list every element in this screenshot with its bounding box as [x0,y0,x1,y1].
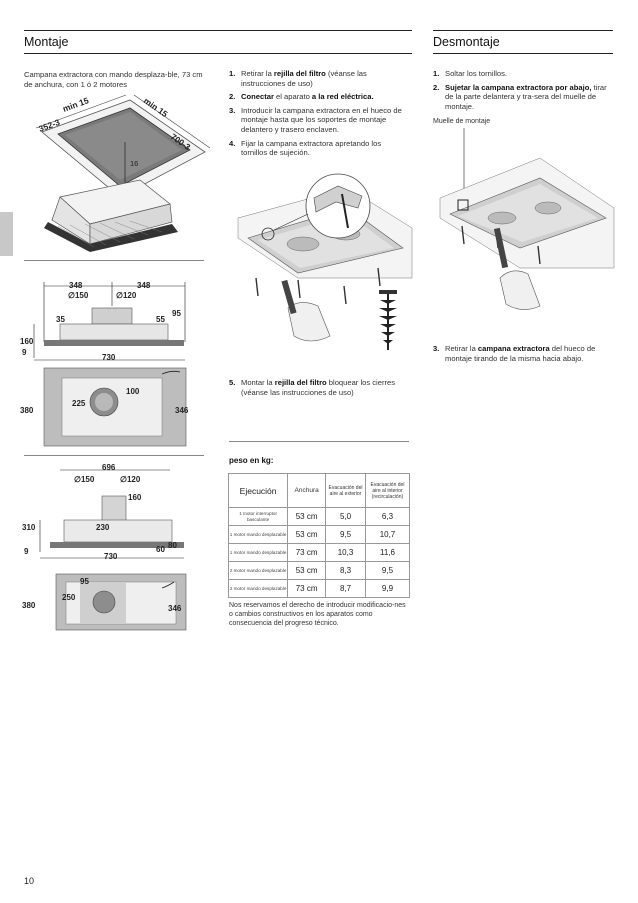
muelle-label: Muelle de montaje [433,118,491,125]
header-interior: Evacuación del aire al interior (recircu… [364,473,411,508]
figure-removal [439,128,615,310]
dim-60: 60 [156,545,165,554]
dim-95: 95 [172,309,181,318]
desmontaje-step-1: 1.Soltar los tornillos. [433,69,508,78]
desmontaje-bottom-rule [433,53,613,54]
dim-55: 55 [156,315,165,324]
dim-95: 95 [80,577,89,586]
dim-16: 16 [130,159,138,168]
figure-divider [24,260,204,261]
dim-346: 346 [175,406,189,415]
montaje-step-5: 5.Montar la rejilla del filtro bloquear … [229,378,396,397]
montaje-step-3: 3.Introducir la campana extractora en el… [229,105,402,134]
dim-348-left: 348 [69,281,83,290]
dim-380: 380 [22,601,36,610]
header-anchura: Anchura [287,473,327,508]
montaje-steps: 1.Retirar la rejilla del filtro (véanse … [229,69,409,162]
montaje-steps-cont: 5.Montar la rejilla del filtro bloquear … [229,378,409,401]
montaje-title: Montaje [24,35,69,49]
page-number: 10 [24,876,35,886]
dim-120: ∅120 [120,475,141,484]
dim-230: 230 [96,523,110,532]
figure-divider-2 [24,455,204,456]
desmontaje-steps-cont: 3.Retirar la campana extractora del huec… [433,344,611,367]
figure-dimensions-1: 348 348 ∅150 ∅120 35 55 95 160 9 730 100… [20,281,189,447]
dim-730: 730 [102,353,116,362]
dim-160: 160 [20,337,34,346]
dim-310: 310 [22,523,36,532]
desmontaje-title: Desmontaje [433,35,500,49]
dim-696: 696 [102,463,116,472]
figure-install-screws [237,173,413,350]
dim-100: 100 [126,387,140,396]
dim-150: ∅150 [68,291,89,300]
weights-note: Nos reservamos el derecho de introducir … [229,602,406,627]
section-tab-marker [0,212,13,256]
weights-divider [229,441,409,442]
weights-title: peso en kg: [229,456,274,465]
dim-225: 225 [72,399,86,408]
desmontaje-step-3: 3.Retirar la campana extractora del huec… [433,344,596,363]
montaje-step-1: 1.Retirar la rejilla del filtro (véanse … [229,69,367,88]
dim-9: 9 [24,547,29,556]
dim-160: 160 [128,493,142,502]
montaje-step-2: 2.Conectar el aparato a la red eléctrica… [229,92,374,102]
dim-9: 9 [22,348,27,357]
dim-730: 730 [104,552,118,561]
dim-250: 250 [62,593,76,602]
montaje-bottom-rule [24,53,412,54]
dim-120: ∅120 [116,291,137,300]
montaje-step-4: 4.Fijar la campana extractora apretando … [229,138,382,158]
dim-150: ∅150 [74,475,95,484]
figure-dimensions-2: 696 ∅150 ∅120 160 310 230 9 60 80 730 95… [22,463,187,631]
weights-table: Ejecución Anchura Evacuación del aire al… [227,473,411,598]
desmontaje-step-2: 2.Sujetar la campana extractora por abaj… [433,82,607,111]
dim-80: 80 [168,541,177,550]
header-ejecucion: Ejecución [227,473,289,508]
dim-348-right: 348 [137,281,151,290]
desmontaje-steps: 1.Soltar los tornillos. 2.Sujetar la cam… [433,69,611,115]
dim-380: 380 [20,406,34,415]
montaje-intro: Campana extractora con mando desplaza-bl… [24,70,203,89]
figure-cutout-perspective: min 15 352-3 min 15 700-3 16 [35,94,210,252]
dim-35: 35 [56,315,65,324]
dim-346: 346 [168,604,182,613]
desmontaje-top-rule [433,30,613,31]
header-exterior: Evacuación del aire al exterior [325,473,366,508]
dim-min15-left: min 15 [61,95,90,114]
montaje-top-rule [24,30,412,31]
